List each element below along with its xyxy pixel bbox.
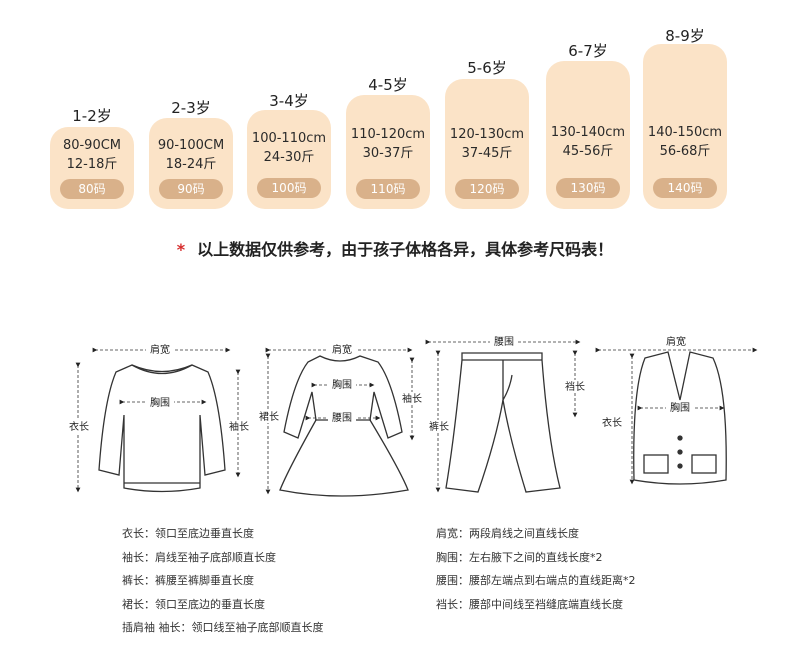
label-chest: 胸围 — [150, 396, 170, 409]
age-label: 6-7岁 — [568, 42, 608, 60]
size-card: 120-130cm 37-45斤 120码 — [445, 79, 529, 209]
definition-item: 裙长：领口至底边的垂直长度 — [122, 596, 265, 612]
definition-desc: 腰部左端点到右端点的直线距离*2 — [469, 574, 636, 587]
definition-desc: 领口线至袖子底部顺直长度 — [191, 621, 324, 634]
label-shoulder: 肩宽 — [332, 343, 352, 356]
definition-item: 腰围：腰部左端点到右端点的直线距离*2 — [436, 572, 636, 588]
age-label: 4-5岁 — [368, 76, 408, 94]
definition-term: 腰围： — [436, 574, 469, 587]
pants-drawing — [445, 352, 561, 493]
definition-item: 衣长：领口至底边垂直长度 — [122, 525, 254, 541]
definition-item: 胸围：左右腋下之间的直线长度*2 — [436, 549, 603, 565]
height-range: 80-90CM — [62, 138, 122, 153]
definition-desc: 肩线至袖子底部顺直长度 — [155, 551, 276, 564]
label-rise: 裆长 — [565, 380, 585, 393]
age-label: 2-3岁 — [171, 99, 211, 117]
size-card: 80-90CM 12-18斤 80码 — [50, 127, 134, 209]
age-label: 5-6岁 — [467, 59, 507, 77]
definition-term: 裙长： — [122, 598, 155, 611]
size-card: 130-140cm 45-56斤 130码 — [546, 61, 630, 209]
vest-drawing — [633, 351, 727, 485]
height-range: 140-150cm — [647, 125, 723, 140]
label-length: 衣长 — [69, 420, 89, 433]
definition-desc: 腰部中间线至裆缝底端直线长度 — [469, 598, 623, 611]
size-code-badge: 130码 — [556, 178, 620, 198]
height-range: 90-100CM — [157, 138, 225, 153]
disclaimer-text: 以上数据仅供参考，由于孩子体格各异，具体参考尺码表！ — [197, 240, 614, 259]
weight-range: 30-37斤 — [362, 146, 414, 161]
age-label: 8-9岁 — [665, 27, 705, 45]
definition-item: 肩宽：两段肩线之间直线长度 — [436, 525, 579, 541]
definition-term: 胸围： — [436, 551, 469, 564]
size-code-badge: 100码 — [257, 178, 321, 198]
definition-term: 袖长： — [122, 551, 155, 564]
definition-term: 裆长： — [436, 598, 469, 611]
size-code-badge: 140码 — [653, 178, 717, 198]
size-card: 140-150cm 56-68斤 140码 — [643, 44, 727, 209]
definition-desc: 领口至底边垂直长度 — [155, 527, 254, 540]
age-label: 3-4岁 — [269, 92, 309, 110]
height-range: 100-110cm — [251, 131, 327, 146]
height-range: 130-140cm — [550, 125, 626, 140]
disclaimer-note: * 以上数据仅供参考，由于孩子体格各异，具体参考尺码表！ — [0, 236, 790, 260]
weight-range: 37-45斤 — [461, 146, 513, 161]
definition-desc: 领口至底边的垂直长度 — [155, 598, 265, 611]
size-code-badge: 120码 — [455, 179, 519, 199]
label-waist: 腰围 — [332, 412, 352, 424]
height-range: 110-120cm — [350, 127, 426, 142]
label-pants-length: 裤长 — [429, 420, 449, 433]
size-card: 110-120cm 30-37斤 110码 — [346, 95, 430, 209]
definition-term: 肩宽： — [436, 527, 469, 540]
label-sleeve: 袖长 — [229, 420, 249, 433]
label-length: 衣长 — [602, 416, 622, 429]
label-sleeve: 袖长 — [402, 392, 422, 405]
definition-item: 裤长：裤腰至裤脚垂直长度 — [122, 572, 254, 588]
label-chest: 胸围 — [332, 378, 352, 391]
weight-range: 24-30斤 — [263, 150, 315, 165]
label-shoulder: 肩宽 — [666, 335, 686, 348]
asterisk-icon: * — [176, 240, 186, 259]
size-card: 100-110cm 24-30斤 100码 — [247, 110, 331, 209]
definition-item: 裆长：腰部中间线至裆缝底端直线长度 — [436, 596, 623, 612]
age-label: 1-2岁 — [72, 107, 112, 125]
measurement-diagrams: 肩宽 胸围 衣长 袖长 肩宽 胸围 腰围 裙长 袖长 腰围 裤长 裆长 肩宽 胸… — [65, 335, 758, 497]
size-code-badge: 90码 — [159, 179, 223, 199]
size-card: 90-100CM 18-24斤 90码 — [149, 118, 233, 209]
definition-item: 袖长：肩线至袖子底部顺直长度 — [122, 549, 276, 565]
weight-range: 18-24斤 — [165, 157, 217, 172]
label-skirt-length: 裙长 — [259, 410, 279, 423]
definition-desc: 裤腰至裤脚垂直长度 — [155, 574, 254, 587]
label-shoulder: 肩宽 — [150, 343, 170, 356]
sweater-drawing — [98, 364, 226, 493]
definition-term: 插肩袖 袖长： — [122, 621, 192, 634]
weight-range: 56-68斤 — [659, 144, 711, 159]
definition-desc: 左右腋下之间的直线长度*2 — [469, 551, 603, 564]
size-code-badge: 110码 — [356, 179, 420, 199]
label-chest: 胸围 — [670, 401, 690, 414]
definition-term: 衣长： — [122, 527, 155, 540]
weight-range: 45-56斤 — [562, 144, 614, 159]
definition-term: 裤长： — [122, 574, 155, 587]
size-code-badge: 80码 — [60, 179, 124, 199]
height-range: 120-130cm — [449, 127, 525, 142]
definition-item: 插肩袖 袖长：领口线至袖子底部顺直长度 — [122, 619, 324, 635]
weight-range: 12-18斤 — [66, 157, 118, 172]
definition-desc: 两段肩线之间直线长度 — [469, 527, 579, 540]
label-waist: 腰围 — [494, 336, 514, 348]
